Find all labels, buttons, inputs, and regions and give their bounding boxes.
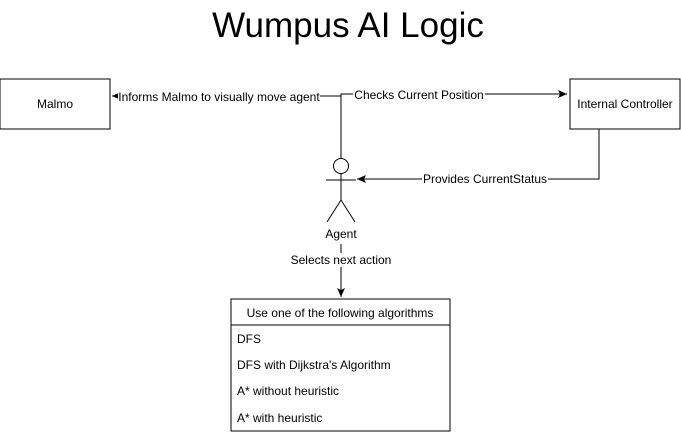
edge-checks-position: Checks Current Position (340, 87, 567, 102)
malmo-label: Malmo (37, 97, 73, 111)
list-item: A* without heuristic (237, 384, 339, 398)
edge-provides-status: Provides CurrentStatus (357, 129, 600, 186)
malmo-node: Malmo (0, 78, 111, 130)
edge-informs-malmo: Informs Malmo to visually move agent (112, 89, 342, 158)
edge-selects-action: Selects next action (289, 244, 393, 297)
edge-label-selects-action: Selects next action (291, 253, 392, 267)
agent-label: Agent (325, 227, 357, 241)
list-item: DFS (237, 332, 261, 346)
algorithms-list: Use one of the following algorithms DFS … (230, 298, 451, 432)
internal-controller-label: Internal Controller (577, 97, 672, 111)
edge-label-informs-malmo: Informs Malmo to visually move agent (118, 90, 320, 104)
edge-label-checks-position: Checks Current Position (354, 88, 483, 102)
list-item: DFS with Dijkstra's Algorithm (237, 358, 391, 372)
list-item: A* with heuristic (237, 411, 322, 425)
algorithms-header: Use one of the following algorithms (247, 306, 434, 320)
diagram-title: Wumpus AI Logic (212, 6, 484, 45)
edge-label-provides-status: Provides CurrentStatus (423, 172, 547, 186)
agent-actor-icon (326, 158, 356, 223)
internal-controller-node: Internal Controller (569, 78, 681, 130)
